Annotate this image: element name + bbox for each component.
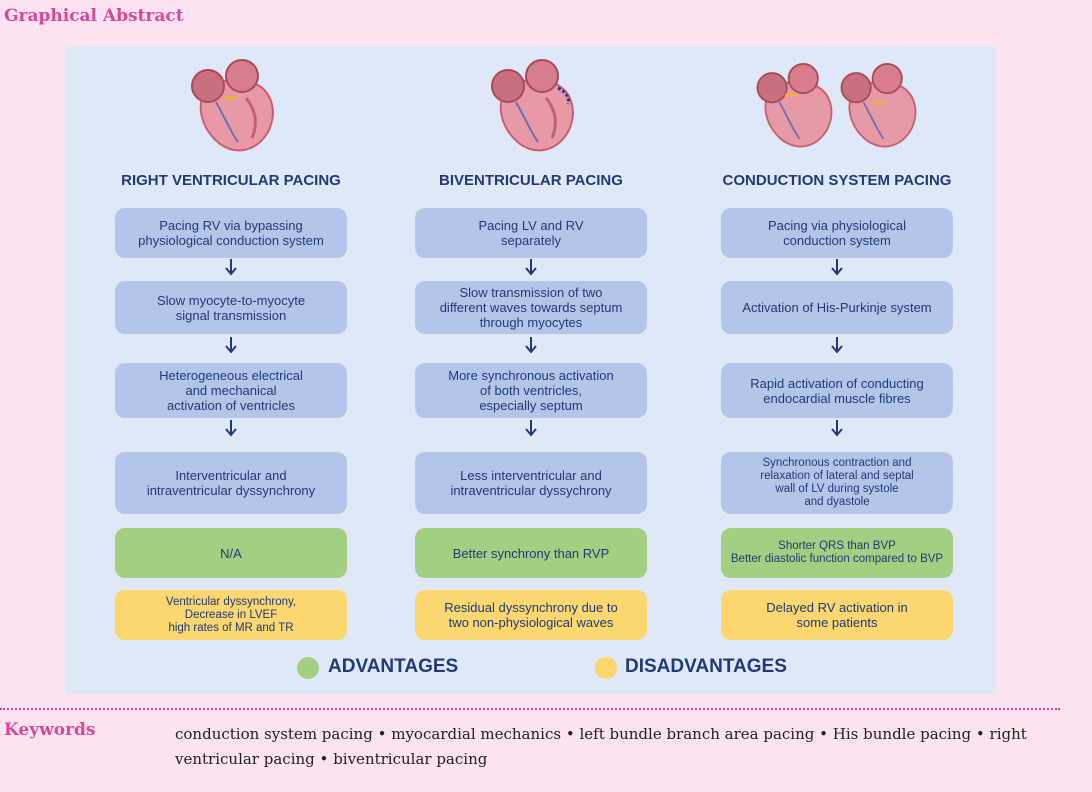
disadvantages-legend-label: DISADVANTAGES xyxy=(625,656,787,677)
keyword: right ventricular pacing xyxy=(175,725,1027,768)
bvp-advantage: Better synchrony than RVP xyxy=(415,528,647,578)
keyword-separator: • xyxy=(819,725,829,743)
advantages-legend-label: ADVANTAGES xyxy=(328,656,459,677)
keywords-title: Keywords xyxy=(4,720,96,740)
arrow-down-icon xyxy=(525,259,537,276)
rvp-step-1: Pacing RV via bypassing physiological co… xyxy=(115,208,347,258)
rvp-disadvantage: Ventricular dyssynchrony, Decrease in LV… xyxy=(115,590,347,640)
section-divider xyxy=(0,708,1060,710)
csp-step-4: Synchronous contraction and relaxation o… xyxy=(721,452,953,514)
keyword-separator: • xyxy=(319,750,329,768)
heart-icon xyxy=(756,62,833,148)
arrow-down-icon xyxy=(225,259,237,276)
arrow-down-icon xyxy=(831,420,843,437)
bvp-disadvantage: Residual dyssynchrony due to two non-phy… xyxy=(415,590,647,640)
rvp-advantage: N/A xyxy=(115,528,347,578)
column-title-rvp: RIGHT VENTRICULAR PACING xyxy=(121,172,341,189)
keywords-list: conduction system pacing • myocardial me… xyxy=(175,722,1035,772)
column-title-bvp: BIVENTRICULAR PACING xyxy=(439,172,623,189)
keyword-separator: • xyxy=(975,725,985,743)
csp-step-2: Activation of His-Purkinje system xyxy=(721,281,953,334)
arrow-down-icon xyxy=(525,420,537,437)
rvp-step-3: Heterogeneous electrical and mechanical … xyxy=(115,363,347,418)
csp-advantage: Shorter QRS than BVP Better diastolic fu… xyxy=(721,528,953,578)
arrow-down-icon xyxy=(225,337,237,354)
arrow-down-icon xyxy=(525,337,537,354)
arrow-down-icon xyxy=(225,420,237,437)
bvp-step-3: More synchronous activation of both vent… xyxy=(415,363,647,418)
heart-icon xyxy=(491,59,574,152)
rvp-step-4: Interventricular and intraventricular dy… xyxy=(115,452,347,514)
keyword-separator: • xyxy=(377,725,387,743)
arrow-down-icon xyxy=(831,337,843,354)
rvp-step-2: Slow myocyte-to-myocyte signal transmiss… xyxy=(115,281,347,334)
keyword: myocardial mechanics xyxy=(391,725,562,743)
arrow-down-icon xyxy=(831,259,843,276)
keyword-separator: • xyxy=(565,725,575,743)
bvp-step-1: Pacing LV and RV separately xyxy=(415,208,647,258)
bvp-step-2: Slow transmission of two different waves… xyxy=(415,281,647,334)
bvp-step-4: Less interventricular and intraventricul… xyxy=(415,452,647,514)
csp-step-1: Pacing via physiological conduction syst… xyxy=(721,208,953,258)
keyword: conduction system pacing xyxy=(175,725,373,743)
keyword: left bundle branch area pacing xyxy=(579,725,815,743)
heart-icon xyxy=(840,62,917,148)
csp-step-3: Rapid activation of conducting endocardi… xyxy=(721,363,953,418)
keyword: His bundle pacing xyxy=(832,725,972,743)
heart-icon xyxy=(191,59,274,152)
advantages-legend-dot xyxy=(297,657,319,679)
keyword: biventricular pacing xyxy=(333,750,488,768)
disadvantages-legend-dot xyxy=(595,657,617,679)
column-title-csp: CONDUCTION SYSTEM PACING xyxy=(722,172,952,189)
csp-disadvantage: Delayed RV activation in some patients xyxy=(721,590,953,640)
graphical-abstract-title: Graphical Abstract xyxy=(4,6,184,26)
